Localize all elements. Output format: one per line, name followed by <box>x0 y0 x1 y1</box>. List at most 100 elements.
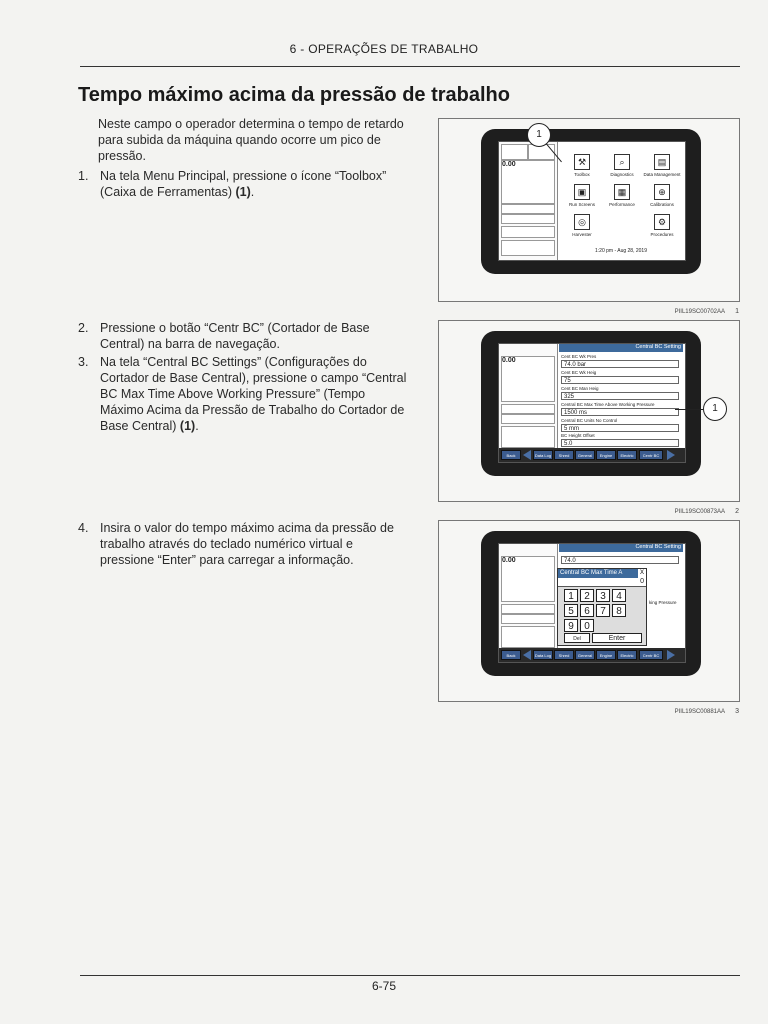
step-text: Pressione o botão “Centr BC” (Cortador d… <box>100 321 370 351</box>
nav-general[interactable]: General <box>575 650 595 660</box>
run-screen-grid: 0.00 <box>499 544 558 662</box>
field-label: Cent BC Man Heig <box>561 386 599 391</box>
navigation-bar: Back Data Log Shred General Engine Elect… <box>499 448 685 462</box>
screen-central-bc-settings: 0.00 Central BC Setting Cent BC Wk Pres … <box>498 343 686 463</box>
nav-shred[interactable]: Shred <box>554 650 574 660</box>
close-icon[interactable]: X <box>637 569 646 578</box>
performance-icon: ▦ <box>614 184 630 200</box>
key-6[interactable]: 6 <box>580 604 594 617</box>
step-number: 3. <box>78 355 89 369</box>
key-8[interactable]: 8 <box>612 604 626 617</box>
screen-icon: ▣ <box>574 184 590 200</box>
right-arrow-icon[interactable] <box>667 450 675 460</box>
status-datetime: 1:20 pm - Aug 28, 2019 <box>595 248 647 254</box>
key-5[interactable]: 5 <box>564 604 578 617</box>
callout-1: 1 <box>703 397 727 421</box>
callout-1: 1 <box>527 123 551 147</box>
step-text: Na tela “Central BC Settings” (Configura… <box>100 355 407 433</box>
step-3: 3. Na tela “Central BC Settings” (Config… <box>78 354 410 434</box>
key-7[interactable]: 7 <box>596 604 610 617</box>
screen-main-menu: 0.00 ⚒Toolbox ⌕Diagnostics ▤Data Managem… <box>498 141 686 261</box>
step-1: 1. Na tela Menu Principal, pressione o í… <box>78 168 410 200</box>
nav-engine[interactable]: Engine <box>596 450 616 460</box>
navigation-bar: Back Data Log Shred General Engine Elect… <box>499 648 685 662</box>
side-label: king Pressure <box>649 600 677 605</box>
key-2[interactable]: 2 <box>580 589 594 602</box>
field-value: 74.0 <box>561 556 679 564</box>
monitor: 0.00 Central BC Setting 74.0 king Pressu… <box>481 531 701 676</box>
harvester-tool[interactable]: ◎Harvester <box>563 214 601 237</box>
nav-centr-bc[interactable]: Centr BC <box>639 450 663 460</box>
step-text: Insira o valor do tempo máximo acima da … <box>100 521 394 567</box>
target-icon: ⊕ <box>654 184 670 200</box>
diagnostics-tool[interactable]: ⌕Diagnostics <box>603 154 641 177</box>
nav-data-log[interactable]: Data Log <box>533 450 553 460</box>
page-number: 6-75 <box>371 979 397 993</box>
magnifier-icon: ⌕ <box>614 154 630 170</box>
intro-text: Neste campo o operador determina o tempo… <box>98 117 404 163</box>
key-3[interactable]: 3 <box>596 589 610 602</box>
procedures-icon: ⚙ <box>654 214 670 230</box>
settings-title-bar: Central BC Setting <box>559 544 683 552</box>
data-icon: ▤ <box>654 154 670 170</box>
step-number: 4. <box>78 521 89 535</box>
left-arrow-icon[interactable] <box>523 650 531 660</box>
nav-data-log[interactable]: Data Log <box>533 650 553 660</box>
del-key[interactable]: Del <box>564 633 590 643</box>
key-9[interactable]: 9 <box>564 619 578 632</box>
key-0[interactable]: 0 <box>580 619 594 632</box>
performance-tool[interactable]: ▦Performance <box>603 184 641 207</box>
field-value[interactable]: 5.0 <box>561 439 679 447</box>
max-time-field[interactable]: 1500 ms <box>561 408 679 416</box>
field-value[interactable]: 5 mm <box>561 424 679 432</box>
monitor: 0.00 Central BC Setting Cent BC Wk Pres … <box>481 331 701 476</box>
step-text: Na tela Menu Principal, pressione o ícon… <box>100 169 387 199</box>
procedures-tool[interactable]: ⚙Procedures <box>643 214 681 237</box>
figure-3: 0.00 Central BC Setting 74.0 king Pressu… <box>438 520 740 715</box>
field-value[interactable]: 75 <box>561 376 679 384</box>
key-1[interactable]: 1 <box>564 589 578 602</box>
field-value[interactable]: 74.0 bar <box>561 360 679 368</box>
nav-electric[interactable]: Electric <box>617 450 637 460</box>
numeric-keypad: Central BC Max Time A X 0 1 2 3 4 5 6 7 … <box>557 568 647 646</box>
max-time-label: Central BC Max Time Above Working Pressu… <box>561 402 655 407</box>
nav-engine[interactable]: Engine <box>596 650 616 660</box>
nav-shred[interactable]: Shred <box>554 450 574 460</box>
field-label: BC Height Offset <box>561 433 595 438</box>
step-4: 4. Insira o valor do tempo máximo acima … <box>78 520 410 568</box>
field-label: Central BC Units No Control <box>561 418 618 423</box>
run-screen-grid: 0.00 <box>499 344 558 462</box>
step-number: 1. <box>78 169 89 183</box>
run-screens-tool[interactable]: ▣Run Screens <box>563 184 601 207</box>
figure-1: 0.00 ⚒Toolbox ⌕Diagnostics ▤Data Managem… <box>438 118 740 315</box>
nav-electric[interactable]: Electric <box>617 650 637 660</box>
monitor: 0.00 ⚒Toolbox ⌕Diagnostics ▤Data Managem… <box>481 129 701 274</box>
keypad-display: 0 <box>558 578 646 587</box>
page-title: Tempo máximo acima da pressão de trabalh… <box>78 84 510 106</box>
back-button[interactable]: Back <box>501 650 521 660</box>
toolbox-tool[interactable]: ⚒Toolbox <box>563 154 601 177</box>
run-screen-grid: 0.00 <box>499 142 558 260</box>
header-rule <box>80 66 740 67</box>
toolbox-icon: ⚒ <box>574 154 590 170</box>
field-value[interactable]: 325 <box>561 392 679 400</box>
screen-keypad: 0.00 Central BC Setting 74.0 king Pressu… <box>498 543 686 663</box>
footer-rule <box>80 975 740 976</box>
step-2: 2. Pressione o botão “Centr BC” (Cortado… <box>78 320 410 352</box>
callout-line <box>675 409 703 411</box>
data-management-tool[interactable]: ▤Data Management <box>643 154 681 177</box>
left-arrow-icon[interactable] <box>523 450 531 460</box>
figure-2: 0.00 Central BC Setting Cent BC Wk Pres … <box>438 320 740 515</box>
nav-general[interactable]: General <box>575 450 595 460</box>
calibrations-tool[interactable]: ⊕Calibrations <box>643 184 681 207</box>
keypad-title: Central BC Max Time A X <box>558 569 646 578</box>
nav-centr-bc[interactable]: Centr BC <box>639 650 663 660</box>
back-button[interactable]: Back <box>501 450 521 460</box>
right-arrow-icon[interactable] <box>667 650 675 660</box>
enter-key[interactable]: Enter <box>592 633 642 643</box>
key-4[interactable]: 4 <box>612 589 626 602</box>
settings-title-bar: Central BC Setting <box>559 344 683 352</box>
